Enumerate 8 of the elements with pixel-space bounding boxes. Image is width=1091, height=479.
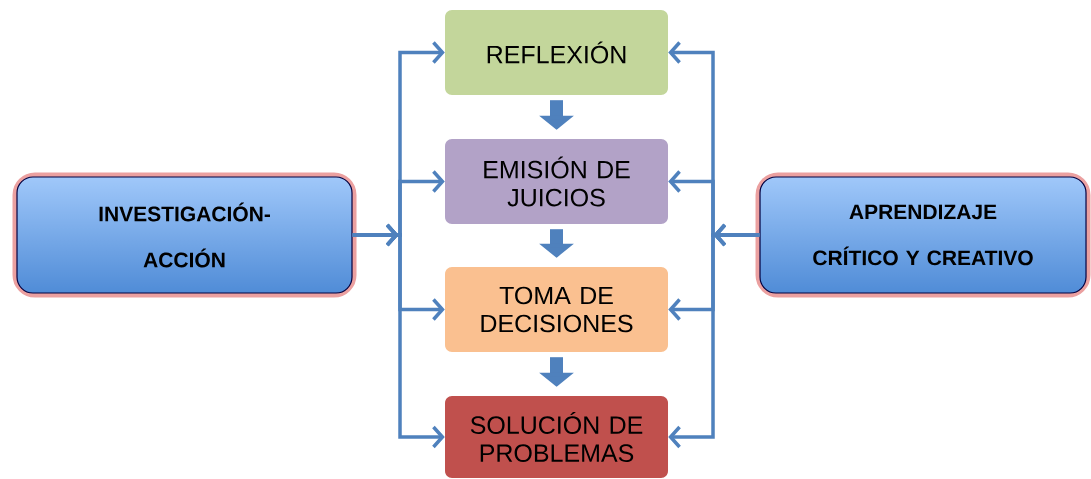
arrow [352,223,445,449]
process-box: REFLEXIÓN [445,10,668,95]
rounded-box: APRENDIZAJE CRÍTICO Y CREATIVO [755,172,1091,298]
process-box: TOMA DE DECISIONES [445,267,668,352]
process-box: SOLUCIÓN DE PROBLEMAS [445,396,668,478]
arrow [668,223,760,449]
process-box: EMISIÓN DE JUICIOS [445,139,668,224]
rounded-box: INVESTIGACIÓN- ACCIÓN [12,172,357,298]
